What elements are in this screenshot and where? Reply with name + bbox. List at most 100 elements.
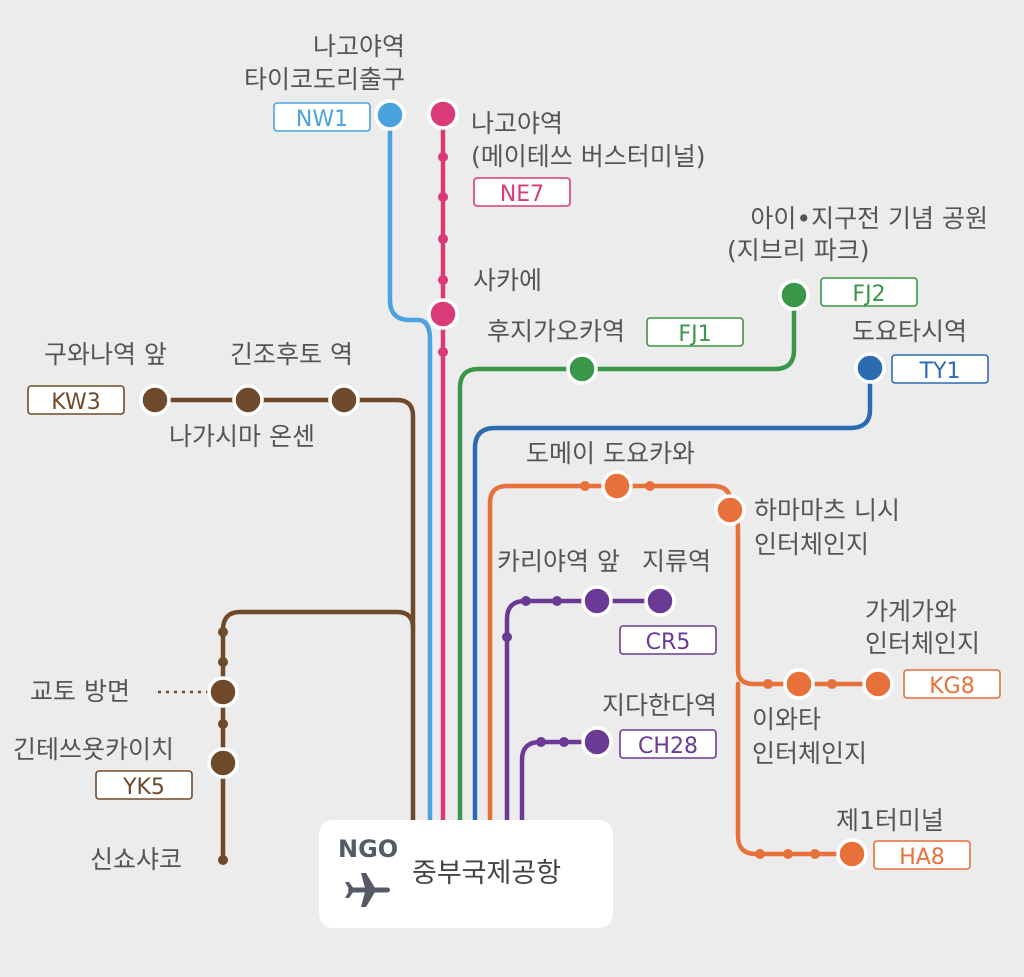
code-badge-ch28: CH28 <box>619 729 717 759</box>
label-chiryu: 지류역 <box>642 547 711 576</box>
airport-code: NGO <box>338 835 398 863</box>
stop-dot <box>218 657 228 667</box>
label-iwata-1: 이와타 <box>752 705 821 734</box>
stop-dot <box>645 481 655 491</box>
stop-dot <box>521 596 531 606</box>
code-badge-fj2: FJ2 <box>820 277 918 307</box>
stop-dot <box>810 849 820 859</box>
route-line-nw <box>387 112 433 833</box>
route-line-yk <box>220 609 416 863</box>
label-yokkaichi: 긴테쓰욧카이치 <box>13 735 174 764</box>
stop-dot <box>536 737 546 747</box>
code-badge-ne7: NE7 <box>473 177 571 207</box>
label-domei-toyokawa: 도메이 도요카와 <box>526 439 695 468</box>
label-toyotashi: 도요타시역 <box>852 317 967 346</box>
stop-dot <box>552 596 562 606</box>
station-marker-sakae[interactable] <box>427 298 459 330</box>
label-kuwana: 구와나역 앞 <box>44 340 167 369</box>
label-hamamatsu-nishi-1: 하마마츠 니시 <box>754 496 900 525</box>
route-line-fj <box>457 292 797 833</box>
code-fj1: FJ1 <box>678 322 711 347</box>
label-nagoya-meitetsu-2: (메이테쓰 버스터미널) <box>471 142 705 171</box>
code-kw3: KW3 <box>51 390 100 415</box>
label-kakegawa-2: 인터체인지 <box>865 629 980 658</box>
stop-dot <box>763 679 773 689</box>
code-badge-ha8: HA8 <box>873 840 971 870</box>
station-marker-ch28[interactable] <box>581 726 613 758</box>
stop-dot <box>218 627 228 637</box>
stop-dot <box>218 855 228 865</box>
label-expo-2: (지브리 파크) <box>727 236 869 265</box>
label-expo-1: 아이•지구전 기념 공원 <box>750 204 988 233</box>
code-badge-kw3: KW3 <box>27 385 125 415</box>
code-ha8: HA8 <box>899 845 945 870</box>
intermediate-stops <box>218 152 837 865</box>
station-marker-ha8[interactable] <box>836 838 868 870</box>
route-line-ty <box>472 365 873 833</box>
stop-dot <box>580 481 590 491</box>
label-chitahanda: 지다한다역 <box>602 691 717 720</box>
label-fujigaoka: 후지가오카역 <box>487 317 625 346</box>
code-badge-nw1: NW1 <box>273 102 371 132</box>
station-codes: NW1 NE7 FJ1 FJ2 TY1 KW3 CR5 CH28 <box>27 102 1001 870</box>
route-line-ch <box>519 739 600 833</box>
station-marker-kg8[interactable] <box>862 668 894 700</box>
code-ne7: NE7 <box>500 182 544 207</box>
station-marker-kw3[interactable] <box>139 384 171 416</box>
stop-dot <box>502 632 512 642</box>
station-marker-kariya[interactable] <box>581 585 613 617</box>
station-marker-cr5[interactable] <box>644 585 676 617</box>
stop-dot <box>438 234 448 244</box>
label-sakae: 사카에 <box>473 266 542 295</box>
stop-dot <box>438 152 448 162</box>
code-badge-fj1: FJ1 <box>646 317 744 347</box>
label-kyoto: 교토 방면 <box>30 677 130 706</box>
airport-box[interactable]: NGO 중부국제공항 <box>319 820 613 928</box>
station-marker-kinshohoto[interactable] <box>328 384 360 416</box>
code-kg8: KG8 <box>929 674 974 699</box>
code-nw1: NW1 <box>296 107 348 132</box>
code-fj2: FJ2 <box>852 282 885 307</box>
code-badge-cr5: CR5 <box>619 625 717 655</box>
code-cr5: CR5 <box>646 630 691 655</box>
station-marker-fj2[interactable] <box>778 279 810 311</box>
code-yk5: YK5 <box>122 775 165 800</box>
stop-dot <box>218 719 228 729</box>
label-nagashima: 나가시마 온센 <box>169 422 315 451</box>
station-marker-yk5[interactable] <box>207 747 239 779</box>
stop-dot <box>438 192 448 202</box>
station-marker-hamamatsu-nishi[interactable] <box>714 494 746 526</box>
code-badge-kg8: KG8 <box>903 669 1001 699</box>
station-labels: 나고야역 타이코도리출구 나고야역 (메이테쓰 버스터미널) 사카에 후지가오카… <box>13 32 988 874</box>
station-marker-nw1[interactable] <box>374 99 406 131</box>
station-marker-domei-toyokawa[interactable] <box>601 470 633 502</box>
label-nagoya-taiko-2: 타이코도리출구 <box>244 65 405 94</box>
code-badge-ty1: TY1 <box>891 354 989 384</box>
label-terminal1: 제1터미널 <box>836 806 944 835</box>
airplane-icon <box>345 873 390 907</box>
label-hamamatsu-nishi-2: 인터체인지 <box>754 530 869 559</box>
station-marker-ne7[interactable] <box>427 98 459 130</box>
stop-dot <box>438 347 448 357</box>
station-marker-ty1[interactable] <box>854 352 886 384</box>
station-markers <box>139 98 894 870</box>
code-badge-yk5: YK5 <box>95 770 193 800</box>
stop-dot <box>438 275 448 285</box>
code-ty1: TY1 <box>919 359 961 384</box>
airport-name: 중부국제공항 <box>412 858 561 889</box>
label-nagoya-taiko-1: 나고야역 <box>313 32 405 61</box>
label-kariya: 카리야역 앞 <box>497 547 620 576</box>
stop-dot <box>559 737 569 747</box>
route-line-orange-main <box>487 483 733 833</box>
label-shinshoshako: 신쇼샤코 <box>90 845 182 874</box>
stop-dot <box>755 849 765 859</box>
route-line-kw <box>152 397 416 833</box>
label-nagoya-meitetsu-1: 나고야역 <box>471 109 563 138</box>
stop-dot <box>827 679 837 689</box>
label-kinshohoto: 긴조후토 역 <box>230 340 353 369</box>
station-marker-kyoto[interactable] <box>207 676 239 708</box>
station-marker-fj1[interactable] <box>566 353 598 385</box>
station-marker-nagashima[interactable] <box>232 384 264 416</box>
station-marker-iwata[interactable] <box>783 668 815 700</box>
